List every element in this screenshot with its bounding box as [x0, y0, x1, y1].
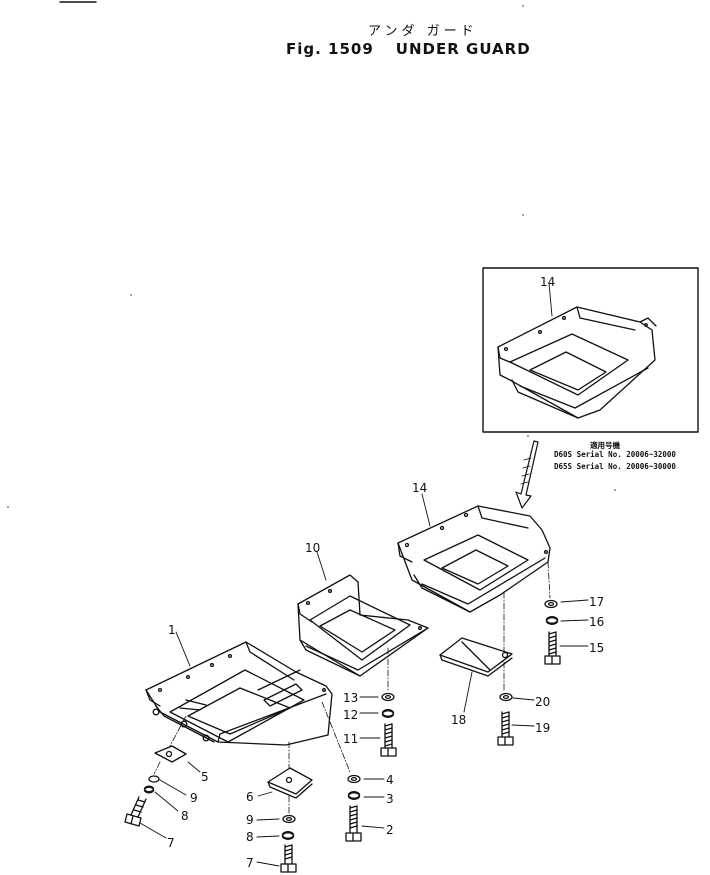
inset-arrow	[515, 440, 539, 509]
callout-8: 8	[181, 809, 189, 823]
washer-20	[499, 692, 513, 702]
lock-washer-8	[281, 831, 295, 840]
callout-1: 1	[168, 623, 176, 637]
callout-13: 13	[343, 691, 358, 705]
lock-washer-16	[545, 616, 559, 625]
lock-washer-12	[381, 709, 395, 718]
bolt-15	[544, 631, 561, 665]
callout-2: 2	[386, 823, 394, 837]
plate-18	[439, 637, 513, 677]
bolt-7-left	[124, 796, 147, 827]
inset-guard-14	[497, 306, 657, 419]
washer-13	[381, 692, 395, 702]
plate-5	[154, 745, 187, 763]
washer-4	[347, 774, 361, 784]
washer-9	[282, 814, 296, 824]
callout-5: 5	[201, 770, 209, 784]
leader-line	[547, 561, 551, 599]
washer-17	[544, 599, 558, 609]
callout-7-lower: 7	[246, 856, 254, 870]
serial-range-d60s: D60S Serial No. 20006~32000	[554, 450, 676, 459]
applicability-heading: 適用号機	[590, 441, 620, 450]
callout-10: 10	[305, 541, 320, 555]
under-guard-14	[397, 505, 551, 613]
callout-18: 18	[451, 713, 466, 727]
title-katakana: アンダ ガード	[368, 24, 478, 39]
callout-20: 20	[535, 695, 550, 709]
callout-9: 9	[190, 791, 198, 805]
callout-3: 3	[386, 792, 394, 806]
callout-9-lower: 9	[246, 813, 254, 827]
figure-title: Fig. 1509 UNDER GUARD	[286, 40, 531, 58]
leader-line	[153, 761, 161, 775]
callout-15: 15	[589, 641, 604, 655]
plate-6	[267, 767, 313, 799]
callout-6: 6	[246, 790, 254, 804]
leader-line	[169, 715, 187, 747]
serial-range-d65s: D65S Serial No. 20006~30000	[554, 462, 676, 471]
callout-16: 16	[589, 615, 604, 629]
figure-name: UNDER GUARD	[395, 40, 531, 58]
inset-frame	[482, 267, 699, 433]
lock-washer-8-left	[143, 785, 155, 794]
bolt-2	[345, 805, 362, 842]
callout-19: 19	[535, 721, 550, 735]
callout-14-inset: 14	[540, 275, 555, 289]
callout-12: 12	[343, 708, 358, 722]
bolt-7	[280, 844, 297, 873]
callout-14: 14	[412, 481, 427, 495]
callout-4: 4	[386, 773, 394, 787]
callout-17: 17	[589, 595, 604, 609]
lock-washer-3	[347, 791, 361, 800]
callout-8-lower: 8	[246, 830, 254, 844]
bolt-19	[497, 711, 514, 746]
under-guard-10	[297, 574, 429, 677]
callout-7: 7	[167, 836, 175, 850]
figure-number: Fig. 1509	[286, 40, 374, 58]
bolt-11	[380, 723, 397, 757]
under-guard-1	[145, 641, 333, 746]
callout-11: 11	[343, 732, 358, 746]
leader-line	[321, 701, 351, 773]
washer-9-left	[148, 775, 160, 783]
